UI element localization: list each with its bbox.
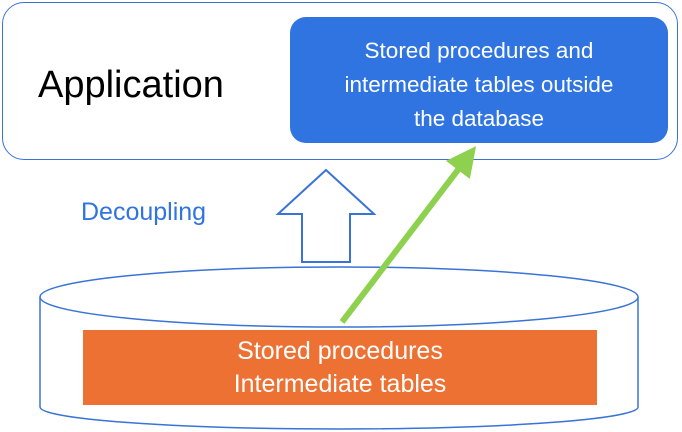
migration-arrow [339, 146, 477, 324]
outside-box-line-1: Stored procedures and [364, 38, 594, 63]
outside-box-line-3: the database [413, 106, 545, 131]
cylinder-top [39, 266, 639, 328]
decoupling-up-arrow [275, 168, 377, 263]
outside-database-box: Stored procedures and intermediate table… [290, 17, 668, 143]
outside-box-line-2: intermediate tables outside [344, 72, 614, 97]
decoupling-label: Decoupling [81, 198, 207, 226]
database-content-box: Stored procedures Intermediate tables [83, 330, 597, 405]
application-label: Application [38, 64, 224, 106]
database-line-1: Stored procedures [237, 337, 443, 365]
database-line-2: Intermediate tables [233, 370, 447, 398]
